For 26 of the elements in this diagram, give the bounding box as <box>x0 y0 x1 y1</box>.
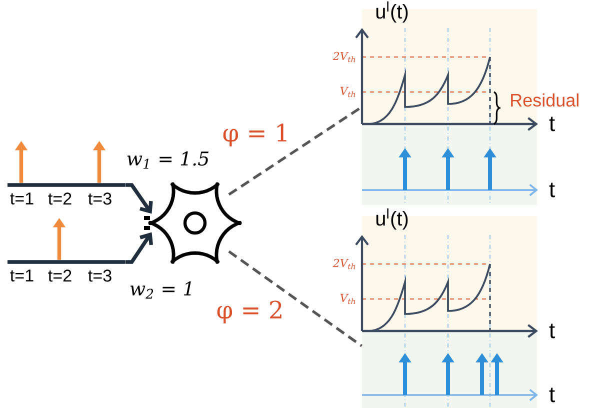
time-label: t=3 <box>88 270 112 282</box>
edge-label: φ = 1 <box>223 124 286 146</box>
time-label: t=1 <box>10 192 34 204</box>
axis-label: t <box>549 324 555 338</box>
edge-label: w$_{1}$ = 1.5 <box>127 151 208 169</box>
connector <box>126 232 154 264</box>
residual-label: Residual <box>511 93 578 107</box>
edge-label: w$_{2}$ = 1 <box>130 281 191 299</box>
edge-label: φ = 2 <box>217 300 282 324</box>
time-label: t=3 <box>88 192 112 205</box>
threshold-label: 2V$_{th}$ <box>332 258 356 270</box>
threshold-label: V$_{th}$ <box>340 86 356 98</box>
neuron-drawing <box>144 182 242 264</box>
axis-label: t <box>549 116 555 132</box>
threshold-label: V$_{th}$ <box>340 294 356 304</box>
axis-label: t <box>549 388 555 402</box>
connector <box>126 183 153 214</box>
connector <box>228 106 362 196</box>
time-label: t=2 <box>48 192 72 205</box>
threshold-label: 2V$_{th}$ <box>332 52 356 62</box>
axis-label: u$^{l}$(t) <box>376 208 408 230</box>
time-label: t=1 <box>10 270 34 282</box>
axis-label: t <box>549 182 555 198</box>
connector <box>228 250 362 348</box>
axis-label: u$^{l}$(t) <box>376 1 408 23</box>
time-label: t=2 <box>48 270 72 282</box>
